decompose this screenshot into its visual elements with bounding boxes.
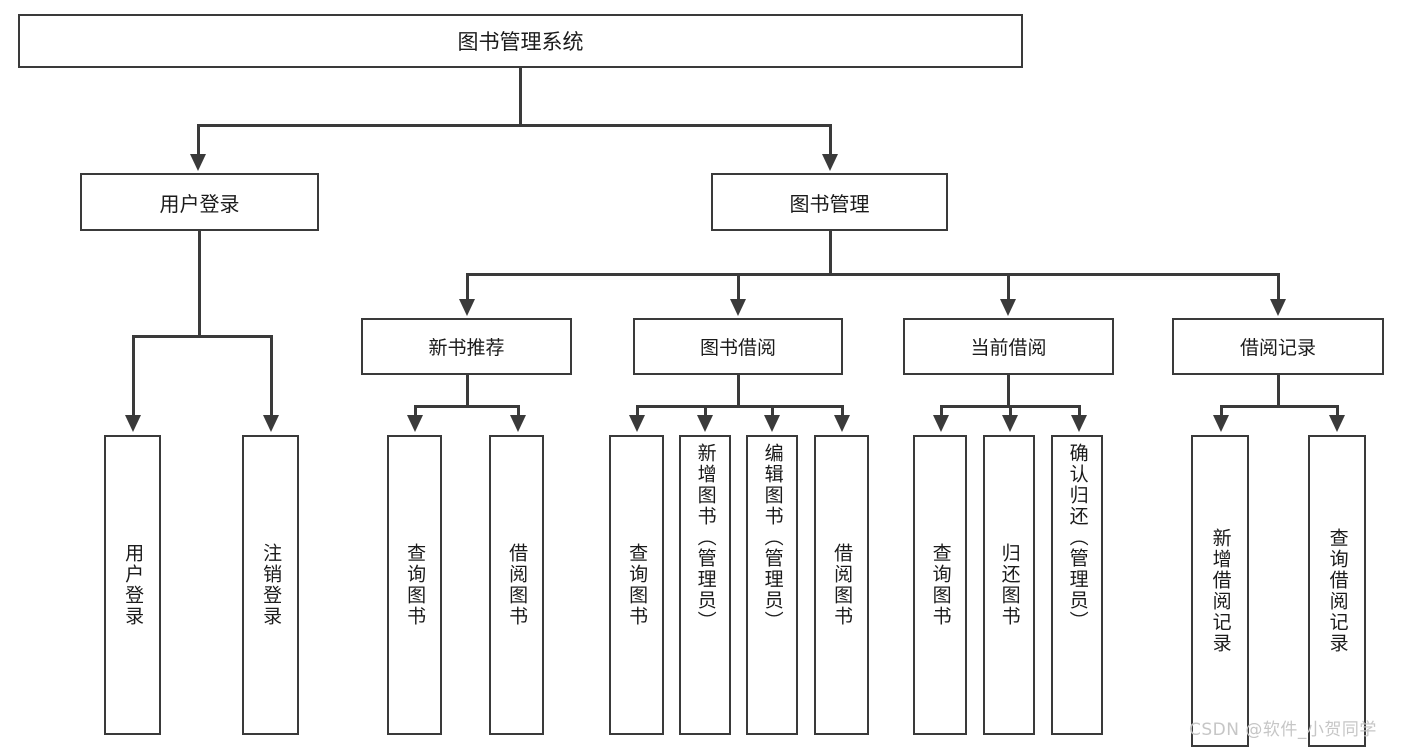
leaf-recommend-query-book-label: 查询图书 [404,543,427,627]
leaf-borrow-query-book-label: 查询图书 [626,543,649,627]
leaf-record-add-record[interactable]: 新增借阅记录 [1191,435,1249,747]
connector-recommend-stem [466,375,469,407]
arrowhead-bookmgmt-n2 [730,299,746,316]
node-book-borrow-label: 图书借阅 [699,337,776,359]
leaf-current-return-book[interactable]: 归还图书 [983,435,1035,735]
watermark: CSDN @软件_小贺同学 [1189,715,1377,740]
connector-root-stem [519,68,522,126]
leaf-record-query-record[interactable]: 查询借阅记录 [1308,435,1366,747]
arrowhead-login-leaf-1 [125,415,141,432]
connector-root-bus [197,124,831,127]
leaf-record-add-record-label: 新增借阅记录 [1209,528,1232,654]
connector-current-leaf-3 [1078,405,1081,417]
leaf-borrow-edit-book[interactable]: 编辑图书（管理员） [746,435,798,735]
node-user-login-label: 用户登录 [159,191,240,216]
node-book-management-label: 图书管理 [789,191,870,216]
arrowhead-bookmgmt-n1 [459,299,475,316]
arrowhead-current-leaf-3 [1071,415,1087,432]
leaf-logout[interactable]: 注销登录 [242,435,299,735]
connector-login-to-leaf-2 [270,335,273,417]
connector-recommend-bus [414,405,519,408]
leaf-current-query-book[interactable]: 查询图书 [913,435,967,735]
leaf-borrow-add-book[interactable]: 新增图书（管理员） [679,435,731,735]
connector-borrow-stem [737,375,740,407]
node-user-login[interactable]: 用户登录 [80,173,319,231]
leaf-user-login-label: 用户登录 [122,543,145,627]
leaf-current-return-book-label: 归还图书 [998,543,1021,627]
node-root[interactable]: 图书管理系统 [18,14,1023,68]
connector-borrow-leaf-1 [636,405,639,417]
connector-current-leaf-2 [1009,405,1012,417]
leaf-logout-label: 注销登录 [260,543,283,627]
leaf-borrow-add-book-label: 新增图书（管理员） [694,443,717,632]
leaf-borrow-borrow-book[interactable]: 借阅图书 [814,435,869,735]
arrowhead-record-leaf-1 [1213,415,1229,432]
arrowhead-recommend-leaf-1 [407,415,423,432]
connector-borrow-bus [636,405,844,408]
node-borrow-record[interactable]: 借阅记录 [1172,318,1384,375]
connector-borrow-leaf-3 [771,405,774,417]
connector-current-stem [1007,375,1010,407]
connector-bookmgmt-to-n2 [737,273,740,301]
arrowhead-root-to-login [190,154,206,171]
watermark-text: CSDN @软件_小贺同学 [1189,720,1377,740]
leaf-current-confirm-return[interactable]: 确认归还（管理员） [1051,435,1103,735]
arrowhead-current-leaf-1 [933,415,949,432]
connector-root-to-login [197,124,200,156]
connector-record-leaf-2 [1336,405,1339,417]
connector-bookmgmt-to-n1 [466,273,469,301]
arrowhead-borrow-leaf-2 [697,415,713,432]
leaf-current-confirm-return-label: 确认归还（管理员） [1066,443,1089,632]
arrowhead-borrow-leaf-3 [764,415,780,432]
connector-borrow-leaf-2 [704,405,707,417]
node-borrow-record-label: 借阅记录 [1239,337,1316,359]
node-root-label: 图书管理系统 [457,30,584,54]
node-book-management[interactable]: 图书管理 [711,173,948,231]
arrowhead-recommend-leaf-2 [510,415,526,432]
leaf-user-login[interactable]: 用户登录 [104,435,161,735]
connector-login-to-leaf-1 [132,335,135,417]
node-book-borrow[interactable]: 图书借阅 [633,318,843,375]
leaf-record-query-record-label: 查询借阅记录 [1326,528,1349,654]
leaf-recommend-borrow-book[interactable]: 借阅图书 [489,435,544,735]
arrowhead-record-leaf-2 [1329,415,1345,432]
leaf-recommend-borrow-book-label: 借阅图书 [506,543,529,627]
node-current-borrow[interactable]: 当前借阅 [903,318,1114,375]
connector-login-bus [132,335,272,338]
leaf-borrow-borrow-book-label: 借阅图书 [831,543,854,627]
arrowhead-bookmgmt-n3 [1000,299,1016,316]
leaf-current-query-book-label: 查询图书 [929,543,952,627]
connector-recommend-leaf-1 [414,405,417,417]
arrowhead-borrow-leaf-1 [629,415,645,432]
node-current-borrow-label: 当前借阅 [970,337,1047,359]
arrowhead-bookmgmt-n4 [1270,299,1286,316]
node-new-book-recommend-label: 新书推荐 [428,337,505,359]
arrowhead-root-to-bookmgmt [822,154,838,171]
connector-recommend-leaf-2 [517,405,520,417]
leaf-borrow-edit-book-label: 编辑图书（管理员） [761,443,784,632]
leaf-borrow-query-book[interactable]: 查询图书 [609,435,664,735]
connector-bookmgmt-bus [466,273,1280,276]
connector-current-leaf-1 [940,405,943,417]
arrowhead-current-leaf-2 [1002,415,1018,432]
connector-record-stem [1277,375,1280,407]
connector-bookmgmt-to-n4 [1277,273,1280,301]
node-new-book-recommend[interactable]: 新书推荐 [361,318,572,375]
connector-borrow-leaf-4 [841,405,844,417]
connector-bookmgmt-to-n3 [1007,273,1010,301]
arrowhead-borrow-leaf-4 [834,415,850,432]
connector-bookmgmt-stem [829,231,832,275]
connector-login-stem [198,231,201,337]
connector-record-leaf-1 [1220,405,1223,417]
connector-root-to-bookmgmt [829,124,832,156]
leaf-recommend-query-book[interactable]: 查询图书 [387,435,442,735]
connector-record-bus [1220,405,1338,408]
arrowhead-login-leaf-2 [263,415,279,432]
